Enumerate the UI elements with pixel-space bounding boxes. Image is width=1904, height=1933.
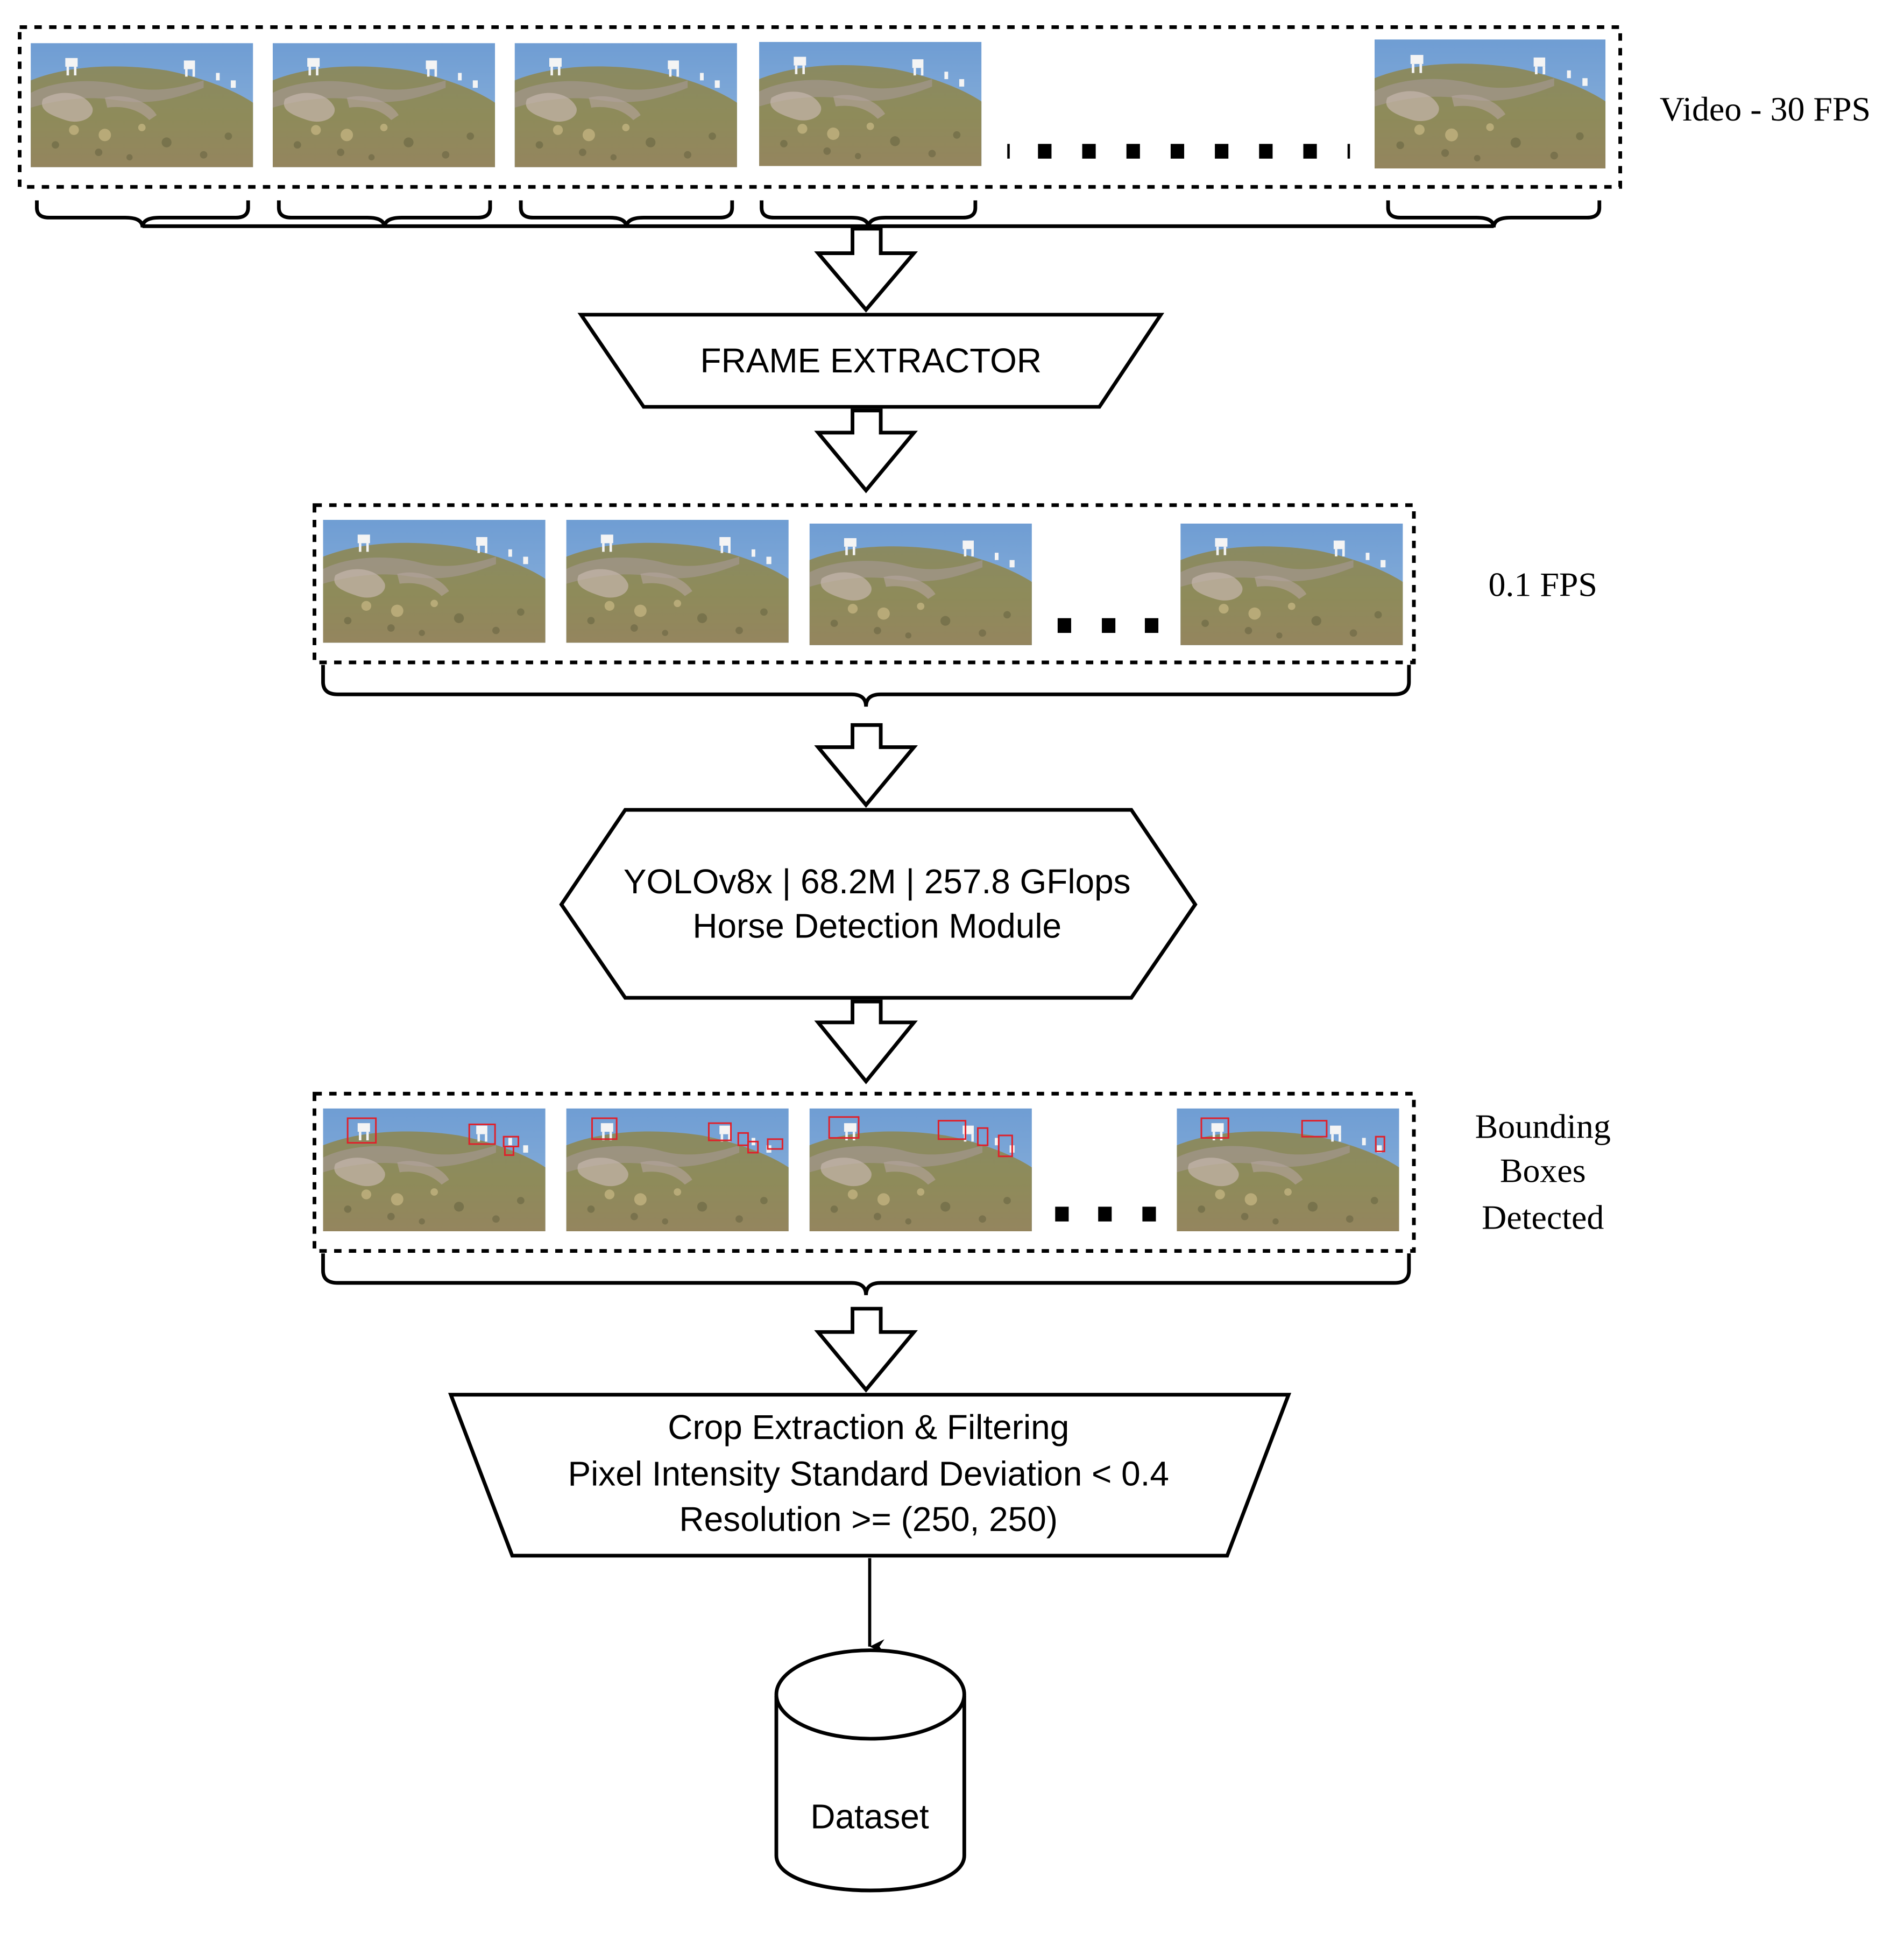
sampled-frame-2 [566, 520, 789, 643]
video-frame-1 [31, 43, 253, 167]
filter-node: Crop Extraction & Filtering Pixel Intens… [448, 1393, 1292, 1558]
video-frames-group: Video - 30 FPS [18, 25, 1871, 228]
detector-model-label: YOLOv8x | 68.2M | 257.8 GFlops [624, 862, 1131, 901]
video-frame-3 [514, 43, 737, 167]
video-frame-4 [759, 41, 982, 166]
dataset-node: Dataset [774, 1648, 966, 1893]
sampled-brace [321, 665, 1411, 707]
detections-group: Bounding Boxes Detected [313, 1091, 1611, 1295]
sampled-frame-3 [809, 523, 1032, 645]
bounding-box [707, 1122, 732, 1141]
flow-arrow-5 [814, 1307, 918, 1393]
bounding-box [937, 1120, 967, 1140]
bounding-box [1200, 1117, 1229, 1139]
bounding-box [737, 1132, 749, 1146]
detections-brace [321, 1253, 1411, 1295]
bounding-box [591, 1117, 618, 1140]
filter-resolution-criterion: Resolution >= (250, 250) [679, 1500, 1058, 1539]
detections-container [313, 1091, 1416, 1253]
detections-label-line2: Boxes [1500, 1152, 1586, 1190]
flow-arrow-4 [814, 999, 918, 1084]
sampled-frame-1 [323, 520, 546, 643]
detection-frame-2 [566, 1108, 789, 1232]
bounding-box [1375, 1135, 1385, 1153]
bounding-box [767, 1138, 783, 1150]
dataset-label: Dataset [810, 1797, 929, 1836]
video-frame-last [1374, 39, 1606, 169]
detections-label-line1: Bounding [1475, 1107, 1611, 1146]
detection-frame-3 [809, 1108, 1032, 1232]
detection-frame-last [1177, 1108, 1399, 1232]
bounding-box [747, 1140, 759, 1154]
detector-node: YOLOv8x | 68.2M | 257.8 GFlops Horse Det… [559, 808, 1198, 1000]
bounding-box [976, 1127, 989, 1146]
sampled-frames-group: 0.1 FPS [313, 503, 1597, 707]
flow-arrow-2 [814, 408, 918, 493]
bounding-box [997, 1134, 1013, 1158]
filter-title: Crop Extraction & Filtering [668, 1408, 1069, 1447]
sampled-ellipsis [1057, 618, 1159, 633]
bounding-box [828, 1116, 860, 1139]
video-frames-container [18, 25, 1622, 189]
detections-ellipsis [1055, 1207, 1156, 1222]
bounding-box [1301, 1120, 1328, 1138]
video-ellipsis [1007, 144, 1350, 159]
detections-label-line3: Detected [1482, 1198, 1604, 1236]
sampled-frames-container [313, 503, 1416, 665]
video-fps-label: Video - 30 FPS [1660, 90, 1871, 128]
detection-frame-1 [323, 1108, 546, 1232]
filter-std-criterion: Pixel Intensity Standard Deviation < 0.4 [568, 1455, 1169, 1493]
sampled-frame-last [1180, 523, 1403, 645]
video-frame-2 [272, 43, 496, 167]
video-braces [35, 200, 1602, 228]
bounding-box [346, 1117, 377, 1144]
frame-extractor-label: FRAME EXTRACTOR [700, 341, 1042, 380]
detector-module-label: Horse Detection Module [692, 906, 1061, 945]
flow-arrow-3 [814, 723, 918, 808]
frame-extractor-node: FRAME EXTRACTOR [577, 313, 1165, 409]
bounding-box [504, 1146, 514, 1156]
flow-arrow-1 [814, 227, 918, 313]
bounding-box [468, 1123, 496, 1145]
sampled-fps-label: 0.1 FPS [1488, 566, 1597, 604]
